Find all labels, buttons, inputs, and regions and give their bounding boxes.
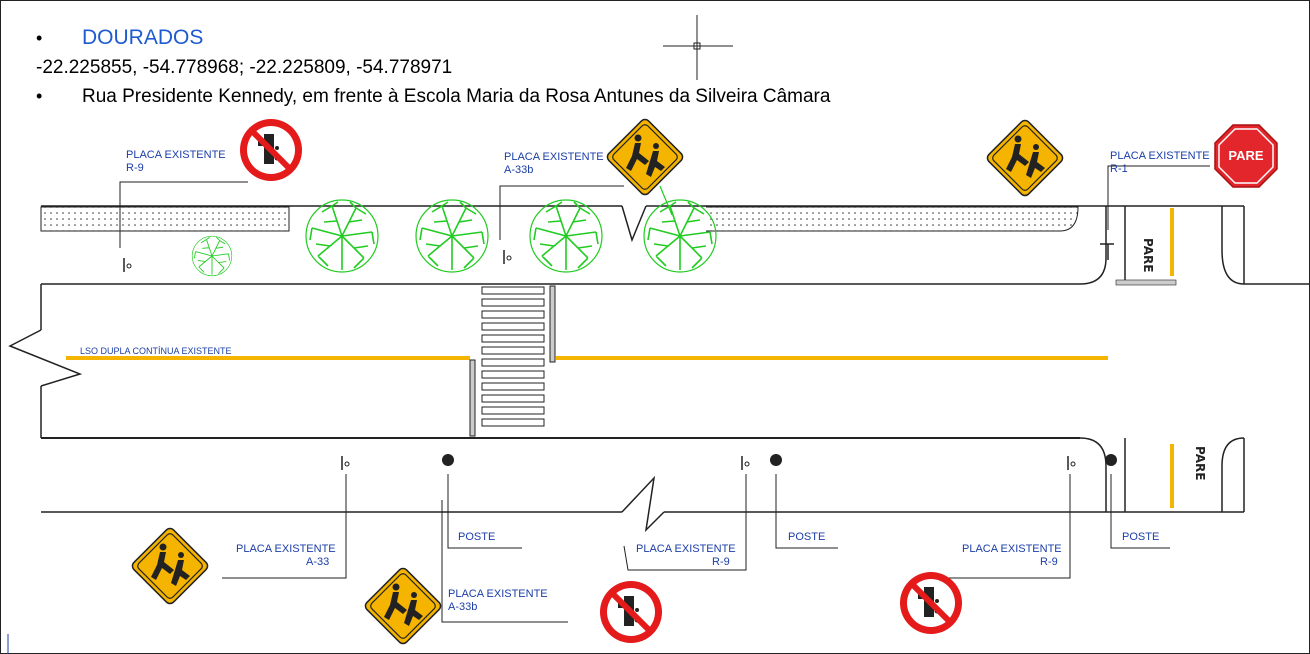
- bottom-sign-code-4: R-9: [1040, 556, 1058, 568]
- top-left-sign-code: R-9: [126, 162, 144, 174]
- utility-pole: [1105, 454, 1117, 466]
- poste-label-3: POSTE: [1122, 531, 1159, 543]
- bottom-placa-label-4: PLACA EXISTENTE: [962, 543, 1062, 555]
- address-line: • Rua Presidente Kennedy, em frente à Esc…: [36, 86, 830, 108]
- stop-sign-text: PARE: [1228, 148, 1263, 163]
- pedestrian-crossing-sign-icon: [362, 565, 444, 647]
- crosswalk: [469, 285, 556, 437]
- sign-post: [741, 455, 750, 471]
- pedestrian-warning-sign-icon: [129, 525, 211, 607]
- bottom-placa-label-1: PLACA EXISTENTE: [236, 543, 336, 555]
- tree: [529, 199, 603, 273]
- city-heading: • DOURADOS: [36, 26, 203, 50]
- bottom-sign-code-2: A-33b: [448, 601, 477, 613]
- bottom-sign-code-3: R-9: [712, 556, 730, 568]
- stop-sign-icon: PARE: [1214, 124, 1278, 188]
- utility-pole: [442, 454, 454, 466]
- stop-line-top: [1115, 279, 1177, 286]
- sign-post-r1: [1100, 243, 1114, 260]
- no-parking-sign-icon: [600, 581, 662, 643]
- bottom-sign-code-1: A-33: [306, 556, 329, 568]
- pare-road-text-bottom: PARE: [1193, 446, 1207, 480]
- cad-crosshair: [663, 15, 733, 80]
- sign-leader: [659, 185, 673, 216]
- bottom-placa-label-2: PLACA EXISTENTE: [448, 588, 548, 600]
- sign-post: [503, 249, 512, 265]
- bullet: •: [36, 86, 43, 106]
- pedestrian-warning-sign-icon: [984, 117, 1066, 199]
- top-leaders: [119, 165, 1210, 248]
- poste-label-2: POSTE: [788, 531, 825, 543]
- pedestrian-warning-sign-icon: [604, 116, 686, 198]
- bottom-placa-label-3: PLACA EXISTENTE: [636, 543, 736, 555]
- tree: [305, 199, 379, 273]
- bottom-leaders: [222, 474, 1170, 623]
- address-text: Rua Presidente Kennedy, em frente à Esco…: [82, 86, 831, 107]
- top-middle-sign-code: A-33b: [504, 164, 533, 176]
- top-right-sign-code: R-1: [1110, 163, 1128, 175]
- top-left-placa-label: PLACA EXISTENTE: [126, 149, 226, 161]
- utility-pole: [770, 454, 782, 466]
- lane-markings: [66, 208, 1174, 508]
- lso-label: LSO DUPLA CONTÍNUA EXISTENTE: [80, 346, 232, 356]
- city-name: DOURADOS: [82, 26, 204, 49]
- no-parking-sign-icon: [240, 119, 302, 181]
- tree: [415, 199, 489, 273]
- road-body: [8, 206, 1245, 533]
- bullet: •: [36, 28, 43, 48]
- shrub: [191, 235, 233, 277]
- top-right-placa-label: PLACA EXISTENTE: [1110, 150, 1210, 162]
- coordinates-text: -22.225855, -54.778968; -22.225809, -54.…: [36, 57, 453, 78]
- pare-road-text-top: PARE: [1141, 238, 1155, 272]
- sign-post: [341, 455, 350, 471]
- poste-label-1: POSTE: [458, 531, 495, 543]
- no-parking-sign-icon: [900, 572, 962, 634]
- top-middle-placa-label: PLACA EXISTENTE: [504, 151, 604, 163]
- sign-post: [123, 257, 132, 273]
- top-sidewalk: [40, 205, 1310, 285]
- tree: [643, 199, 717, 273]
- sign-post: [1067, 455, 1076, 471]
